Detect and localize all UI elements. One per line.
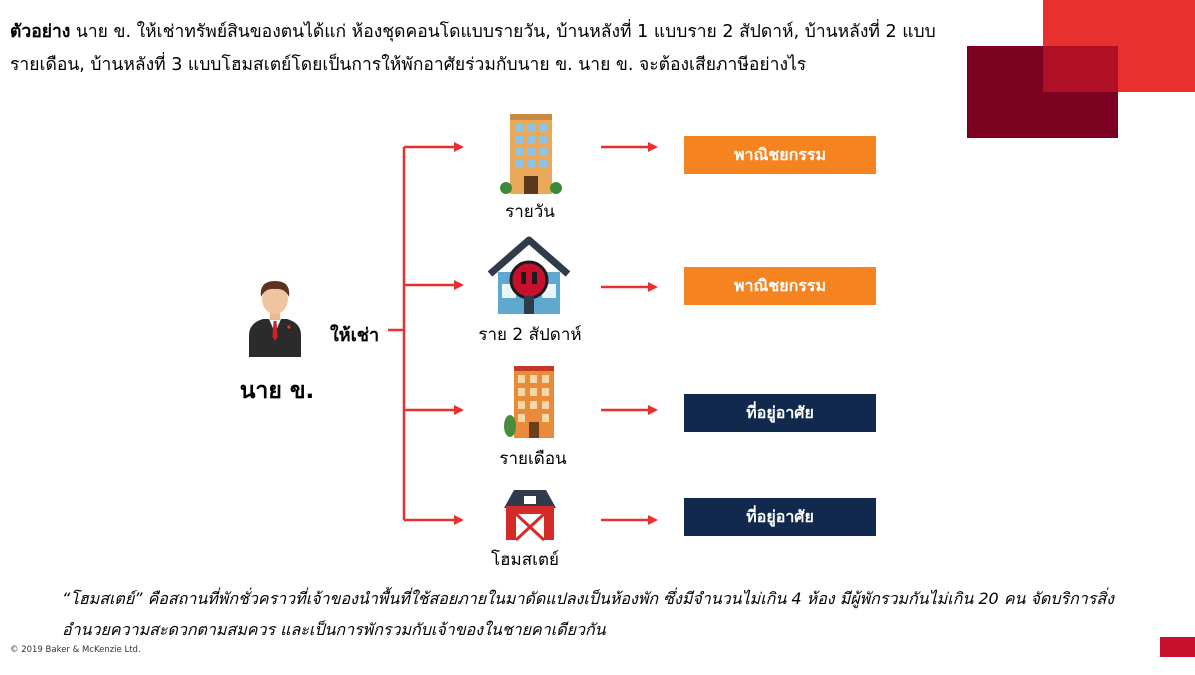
barn-icon	[504, 490, 556, 542]
apartment-building-icon	[504, 366, 554, 438]
result-commercial-daily: พาณิชยกรรม	[684, 136, 876, 174]
property-label-daily: รายวัน	[505, 202, 555, 222]
copyright-notice: © 2019 Baker & McKenzie Ltd.	[10, 645, 141, 655]
property-label-homestay: โฮมสเตย์	[491, 550, 559, 570]
result-residential-homestay: ที่อยู่อาศัย	[684, 498, 876, 536]
property-label-biweekly: ราย 2 สัปดาห์	[478, 325, 582, 345]
footnote-homestay-definition: “โฮมสเตย์” คือสถานที่พักชั่วคราวที่เจ้าข…	[62, 589, 1114, 639]
result-commercial-biweekly: พาณิชยกรรม	[684, 267, 876, 305]
property-label-monthly: รายเดือน	[499, 449, 567, 469]
decor-corner-mark	[1160, 637, 1195, 657]
intro-text: นาย ข. ให้เช่าทรัพย์สินของตนได้แก่ ห้องช…	[10, 22, 936, 75]
person-name: นาย ข.	[239, 378, 315, 404]
intro-paragraph: ตัวอย่าง นาย ข. ให้เช่าทรัพย์สินของตนได้…	[10, 16, 965, 82]
office-building-icon	[500, 114, 562, 194]
businessman-icon	[249, 281, 301, 357]
intro-bold-label: ตัวอย่าง	[10, 22, 71, 42]
house-icon	[487, 236, 571, 314]
result-residential-monthly: ที่อยู่อาศัย	[684, 394, 876, 432]
relation-label: ให้เช่า	[330, 325, 380, 346]
decor-block-overlap	[1043, 46, 1118, 92]
